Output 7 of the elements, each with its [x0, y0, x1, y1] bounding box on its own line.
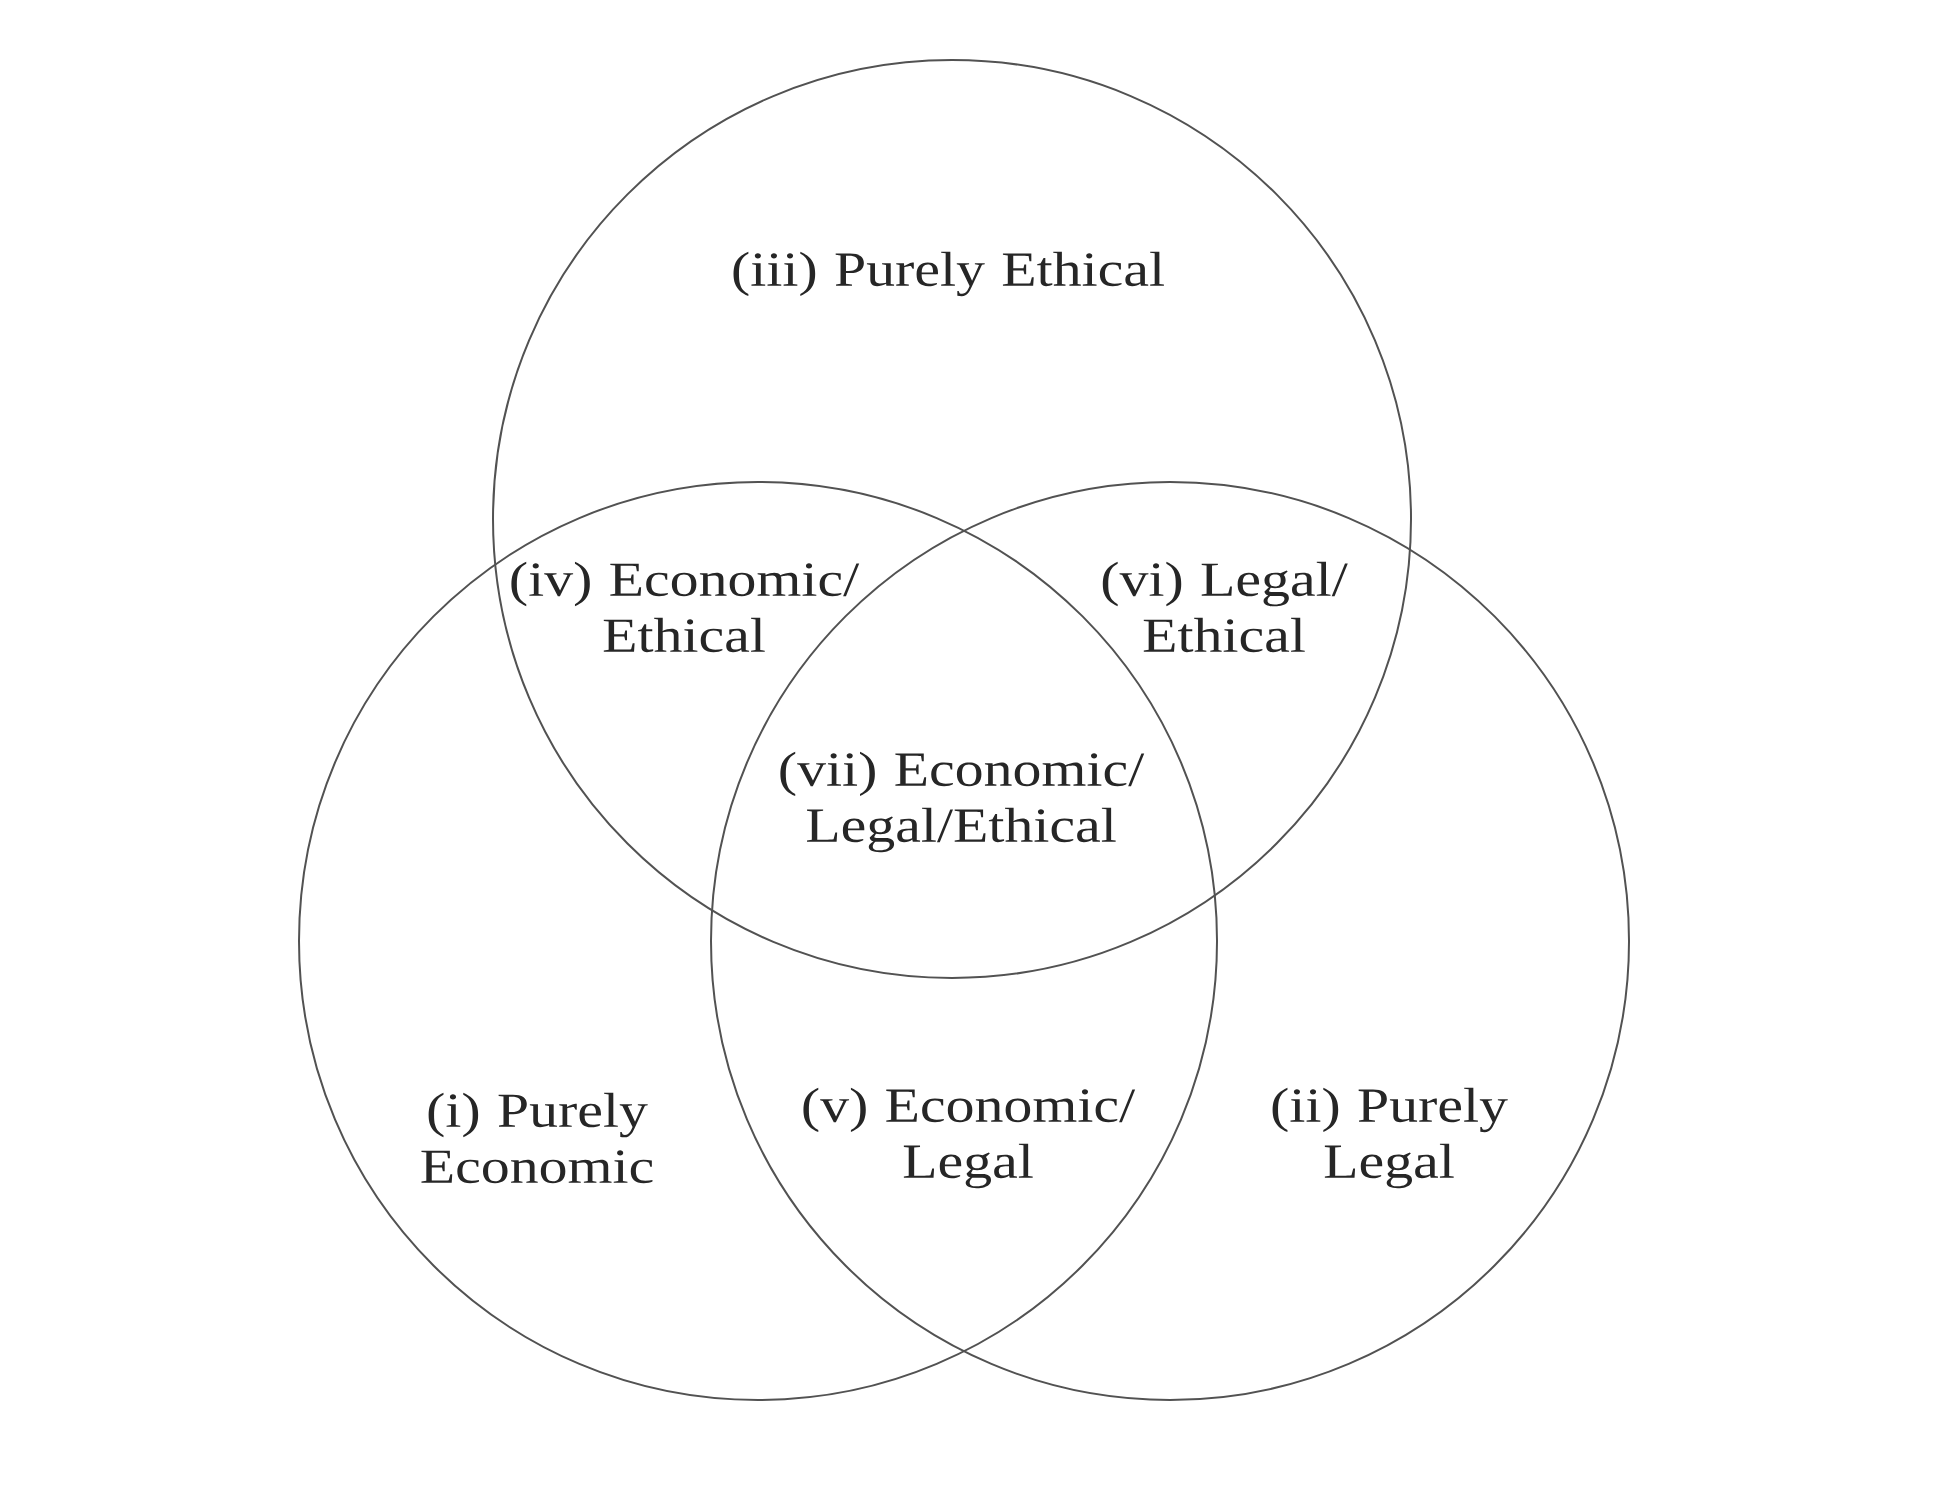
region-label: (ii) Purely Legal	[1272, 1087, 1508, 1189]
region-label: (v) Economic/ Legal	[803, 1087, 1136, 1189]
region-label: (iv) Economic/ Ethical	[511, 561, 860, 653]
region-label: (i) Purely Economic	[421, 1092, 653, 1184]
region-label: (vii) Economic/ Legal/Ethical	[780, 751, 1145, 853]
region-label: (iii) Purely Ethical	[733, 251, 1164, 297]
region-label: (vi) Legal/ Ethical	[1102, 561, 1348, 653]
